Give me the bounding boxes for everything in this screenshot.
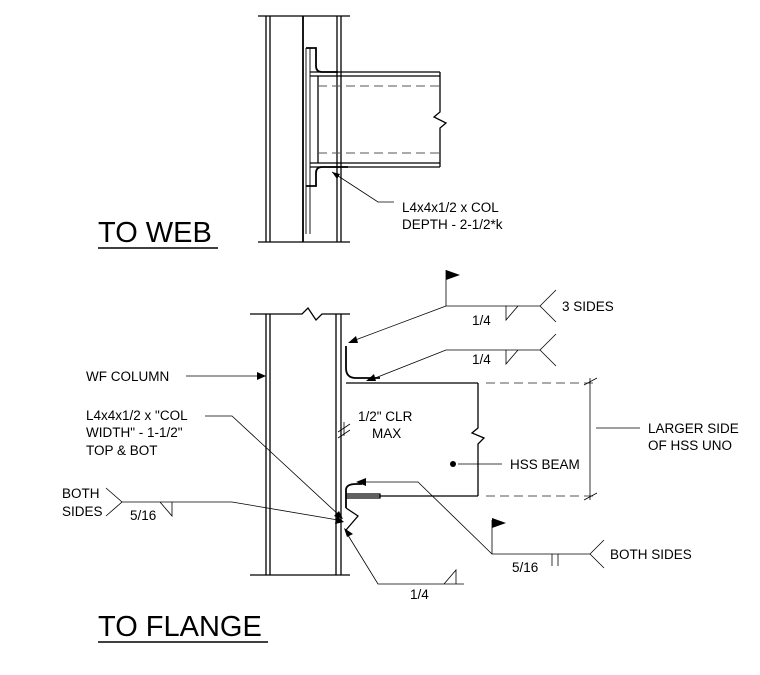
web-beam [310,71,448,168]
bottom-weld-size: 1/4 [410,587,429,602]
larger-side-note-line2: OF HSS UNO [648,438,732,453]
weld-symbol-top-2: 1/4 [366,333,557,381]
to-flange-title: TO FLANGE [98,611,262,643]
both-sides-left-line2: SIDES [62,504,103,519]
larger-side-note-line1: LARGER SIDE [648,421,739,436]
web-angle-leader [331,171,394,203]
web-clip-angles [306,47,348,187]
hss-beam-label: HSS BEAM [510,457,580,472]
flange-angle-leader [205,415,341,517]
three-sides-label: 3 SIDES [562,299,614,314]
weld-symbol-bottom-right: 5/16 BOTH SIDES [356,478,692,575]
wf-column-label: WF COLUMN [86,369,169,384]
clearance-note-line1: 1/2" CLR [358,409,413,424]
flange-angle-note-line1: L4x4x1/2 x "COL [86,408,188,423]
to-web-detail: L4x4x1/2 x COL DEPTH - 2-1/2*k TO WEB [98,15,503,249]
larger-side-dimension [583,377,640,501]
both-sides-right-label: BOTH SIDES [610,547,692,562]
weld-symbol-bottom: 1/4 [344,528,464,602]
weld-symbol-top-1: 1/4 3 SIDES [348,270,614,343]
flange-clip-angles [345,346,381,531]
flange-column [250,306,350,576]
top-weld-1-size: 1/4 [472,313,491,328]
top-weld-2-size: 1/4 [472,352,491,367]
flange-angle-note-line2: WIDTH" - 1-1/2" [86,425,183,440]
flange-angle-note-line3: TOP & BOT [86,443,158,458]
hss-beam-centroid [450,461,456,467]
web-angle-note-line1: L4x4x1/2 x COL [402,200,499,215]
web-column [258,15,350,243]
web-angle-note-line2: DEPTH - 2-1/2*k [402,217,503,232]
clearance-note-line2: MAX [372,426,401,441]
clearance-ticks [337,422,351,439]
to-web-title: TO WEB [98,217,212,249]
both-sides-left-line1: BOTH [62,486,100,501]
to-flange-detail: 1/4 3 SIDES 1/4 BOTH SIDES 5/16 [62,270,739,643]
left-weld-size: 5/16 [130,508,156,523]
bottom-right-weld-size: 5/16 [512,560,538,575]
hss-beam [346,382,596,497]
weld-symbol-left: BOTH SIDES 5/16 [62,486,344,524]
